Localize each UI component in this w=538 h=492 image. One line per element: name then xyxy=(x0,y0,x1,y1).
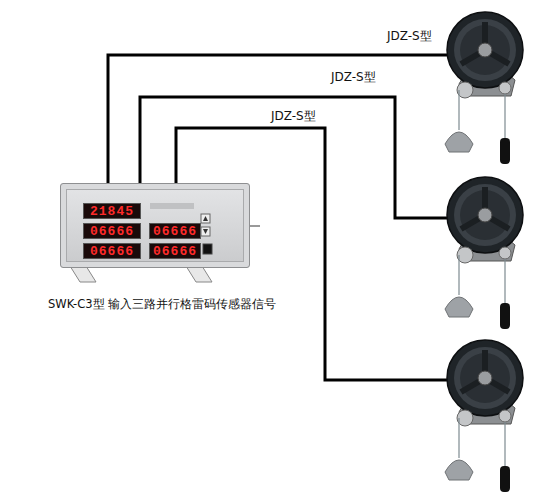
button xyxy=(201,214,210,223)
button xyxy=(203,216,208,221)
cable-type-label: JDZ-S型 xyxy=(271,108,316,125)
encoder-wheel xyxy=(445,177,523,329)
display-reading: 06666 xyxy=(153,245,197,258)
cable-type-label: JDZ-S型 xyxy=(331,69,376,86)
device-caption: SWK-C3型 输入三路并行格雷码传感器信号 xyxy=(48,297,276,312)
display-reading: 21845 xyxy=(90,205,134,218)
button xyxy=(201,227,210,236)
device-foot xyxy=(70,266,212,282)
led-display: 06666 xyxy=(83,243,141,259)
led-display: 06666 xyxy=(149,223,201,239)
led-display: 06666 xyxy=(83,223,141,239)
display-reading: 06666 xyxy=(90,225,134,238)
encoder-wheel xyxy=(445,340,523,492)
cable-type-label: JDZ-S型 xyxy=(387,28,432,45)
instrument-panel: SWK-C3型 输入三路并行格雷码传感器信号218450666606666066… xyxy=(60,183,250,268)
display-reading: 06666 xyxy=(153,225,197,238)
encoder-wheel xyxy=(445,12,523,164)
panel-marking xyxy=(150,203,194,209)
led-display: 06666 xyxy=(149,243,201,259)
button xyxy=(203,229,208,234)
led-display: 21845 xyxy=(83,203,141,219)
power-switch xyxy=(203,244,212,254)
power-cable xyxy=(249,225,260,227)
display-reading: 06666 xyxy=(90,245,134,258)
